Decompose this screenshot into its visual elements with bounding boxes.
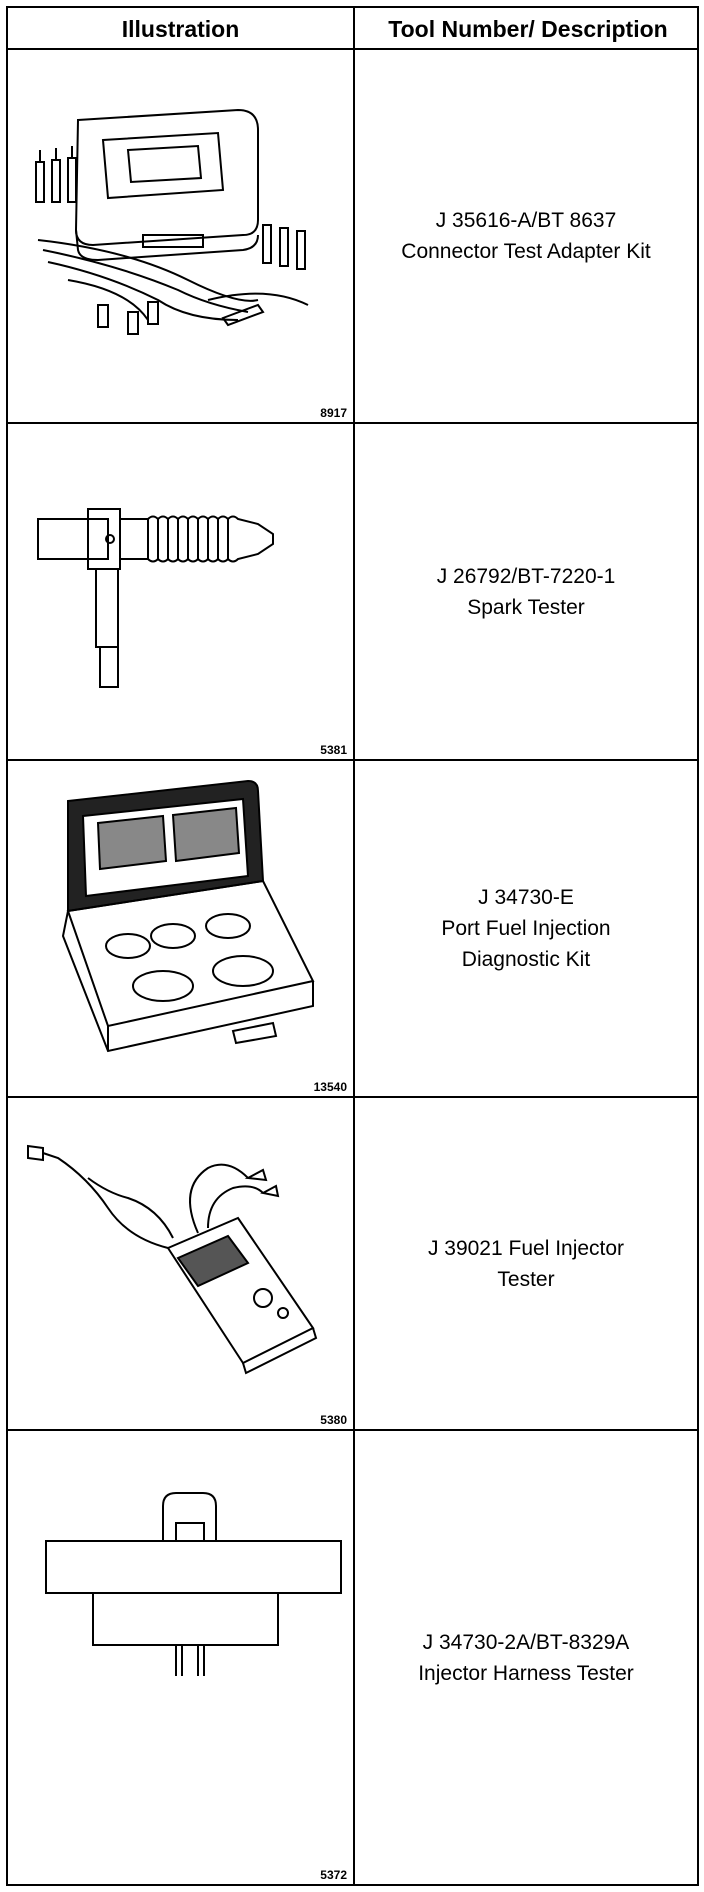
- tool-name: Spark Tester: [467, 595, 585, 619]
- injector-harness-tester-icon: [45, 1492, 342, 1676]
- illustration-cell: 5380: [8, 1098, 353, 1429]
- figure-number: 5381: [320, 743, 347, 757]
- tool-number: J 34730-E: [478, 886, 574, 909]
- header-illustration: Illustration: [121, 16, 240, 42]
- figure-number: 8917: [320, 406, 347, 420]
- table-row: 5381 J 26792/BT-7220-1 Spark Tester: [8, 424, 697, 761]
- tool-number: J 39021 Fuel Injector: [427, 1236, 625, 1260]
- table-row: 5372 J 34730-2A/BT-8329A Injector Harnes…: [8, 1431, 697, 1884]
- tool-name-continued: Diagnostic Kit: [461, 948, 591, 971]
- tool-description: J 34730-2A/BT-8329A Injector Harness Tes…: [355, 1431, 697, 1884]
- figure-number: 13540: [313, 1080, 347, 1094]
- tool-number: J 35616-A/BT 8637: [435, 209, 617, 232]
- column-divider: [353, 8, 355, 1884]
- tool-description: J 39021 Fuel Injector Tester: [355, 1098, 697, 1429]
- tool-description: J 35616-A/BT 8637 Connector Test Adapter…: [355, 50, 697, 422]
- connector-test-adapter-kit-icon: [35, 108, 309, 335]
- table-row: 5380 J 39021 Fuel Injector Tester: [8, 1098, 697, 1431]
- illustration-cell: 8917: [8, 50, 353, 422]
- table-row: 13540 J 34730-E Port Fuel Injection Diag…: [8, 761, 697, 1098]
- header-tool-description: Tool Number/ Description: [388, 16, 668, 42]
- fuel-injector-tester-icon: [27, 1144, 318, 1375]
- tool-description: J 26792/BT-7220-1 Spark Tester: [355, 424, 697, 759]
- figure-number: 5372: [320, 1868, 347, 1882]
- diagnostic-kit-case-icon: [61, 779, 315, 1053]
- spark-tester-icon: [37, 508, 274, 688]
- table-header: Illustration Tool Number/ Description: [8, 8, 697, 50]
- figure-number: 5380: [320, 1413, 347, 1427]
- tool-name: Port Fuel Injection: [441, 917, 611, 940]
- tool-number: J 34730-2A/BT-8329A: [422, 1630, 630, 1654]
- tool-number: J 26792/BT-7220-1: [436, 564, 616, 588]
- tool-table: Illustration Tool Number/ Description: [6, 6, 699, 1886]
- table-row: 8917 J 35616-A/BT 8637 Connector Test Ad…: [8, 50, 697, 424]
- illustration-cell: 5372: [8, 1431, 353, 1884]
- tool-description: J 34730-E Port Fuel Injection Diagnostic…: [355, 761, 697, 1096]
- illustration-cell: 5381: [8, 424, 353, 759]
- illustration-cell: 13540: [8, 761, 353, 1096]
- tool-name: Tester: [497, 1267, 555, 1291]
- tool-name: Connector Test Adapter Kit: [401, 240, 651, 263]
- tool-name: Injector Harness Tester: [418, 1661, 634, 1685]
